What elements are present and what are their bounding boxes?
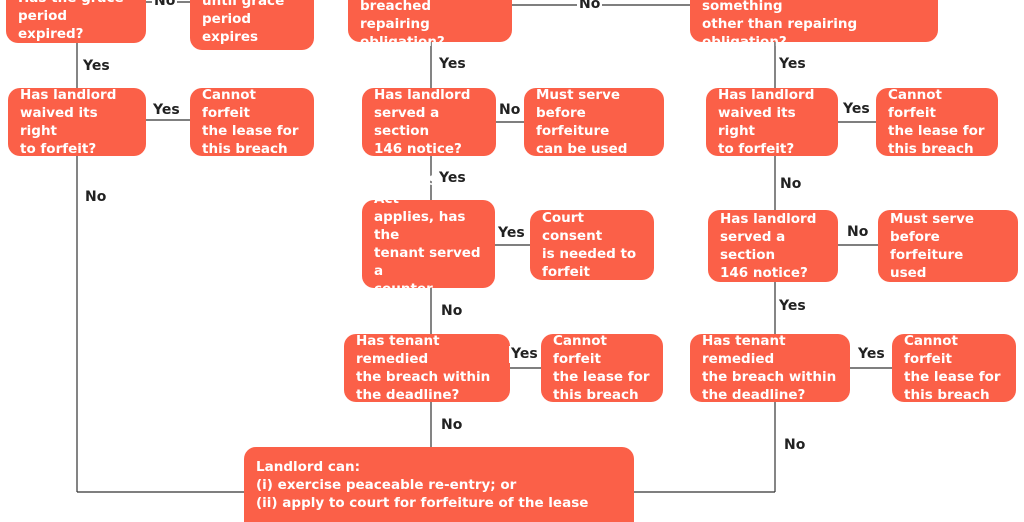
label-no-waived-right: No — [778, 176, 804, 193]
box-cannot-forfeit-right1: Cannot forfeit the lease for this breach — [876, 87, 998, 157]
label-yes-s146-right: Yes — [777, 298, 808, 315]
label-no-s146-mid: No — [497, 102, 523, 119]
box-repairing-obligation: Has tenant breached repairing obligation… — [348, 0, 512, 50]
box-cannot-forfeit-left: Cannot forfeit the lease for this breach — [190, 87, 314, 157]
box-1938-act: If the 1938 Act applies, has the tenant … — [362, 173, 495, 315]
box-until-grace-period-expires: until grace period expires — [190, 0, 314, 50]
box-remedied-right: Has tenant remedied the breach within th… — [690, 333, 850, 403]
box-landlord-can: Landlord can: (i) exercise peaceable re-… — [244, 447, 634, 522]
label-no-top-mid: No — [577, 0, 603, 13]
box-remedied-mid: Has tenant remedied the breach within th… — [344, 333, 510, 403]
label-yes-waived-right: Yes — [841, 101, 872, 118]
box-s146-right: Has landlord served a section 146 notice… — [708, 210, 838, 282]
box-s146-mid: Has landlord served a section 146 notice… — [362, 87, 496, 157]
label-yes-grace: Yes — [81, 58, 112, 75]
label-yes-remedied-right: Yes — [856, 346, 887, 363]
label-no-1938: No — [439, 303, 465, 320]
box-cannot-forfeit-mid: Cannot forfeit the lease for this breach — [541, 333, 663, 403]
box-must-serve-mid: Must serve before forfeiture can be used — [524, 87, 664, 157]
label-yes-remedied-mid: Yes — [509, 346, 540, 363]
label-yes-1938: Yes — [496, 225, 527, 242]
box-waived-right: Has landlord waived its right to forfeit… — [706, 87, 838, 157]
label-no-s146-right: No — [845, 224, 871, 241]
label-no-waived-left: No — [83, 189, 109, 206]
box-cannot-forfeit-right2: Cannot forfeit the lease for this breach — [892, 333, 1016, 403]
box-court-consent: Court consent is needed to forfeit — [530, 210, 654, 280]
label-yes-waived-left: Yes — [151, 102, 182, 119]
box-other-obligation: Has tenant breached something other than… — [690, 0, 938, 50]
label-no-top-left: No — [152, 0, 178, 10]
box-grace-period-expired: Has the grace period expired? — [6, 0, 146, 43]
label-yes-other: Yes — [777, 56, 808, 73]
label-yes-s146-mid: Yes — [437, 170, 468, 187]
box-must-serve-right: Must serve before forfeiture used — [878, 210, 1018, 282]
box-waived-left: Has landlord waived its right to forfeit… — [8, 87, 146, 157]
label-no-remedied-mid: No — [439, 417, 465, 434]
label-no-remedied-right: No — [782, 437, 808, 454]
label-yes-repairing: Yes — [437, 56, 468, 73]
